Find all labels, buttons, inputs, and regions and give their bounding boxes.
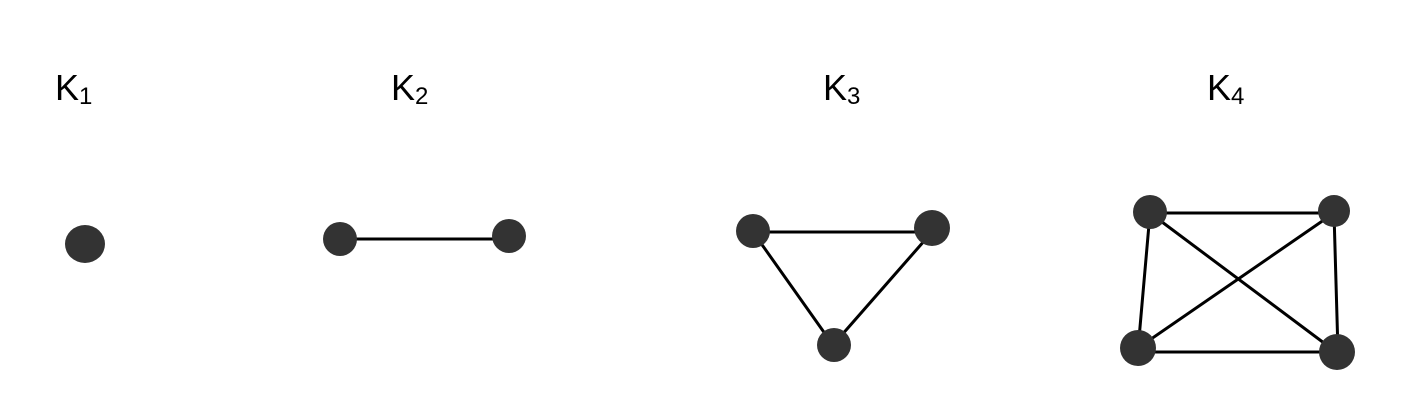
k4-vertex-1 [1133, 195, 1167, 229]
k3-vertex-2 [914, 210, 950, 246]
label-k2-letter: K [391, 67, 416, 108]
k3-edge-1-3 [751, 230, 835, 347]
k4-vertex-3 [1120, 330, 1156, 366]
k4-edge-2-3 [1136, 211, 1336, 350]
label-k2-subscript: 2 [415, 83, 429, 110]
label-k4-subscript: 4 [1231, 83, 1245, 110]
k4-edge-2-4 [1332, 211, 1340, 354]
k1-vertex-1 [65, 225, 105, 263]
label-k3: K3 [823, 66, 860, 110]
label-k3-subscript: 3 [847, 83, 861, 110]
graph-k1 [65, 225, 105, 263]
label-k1-letter: K [55, 67, 80, 108]
k4-edge-1-4 [1148, 211, 1338, 354]
k2-vertex-1 [323, 222, 357, 256]
label-k1-subscript: 1 [79, 83, 93, 110]
label-k4-letter: K [1207, 67, 1232, 108]
k3-edge-2-3 [831, 230, 934, 347]
graph-k3 [736, 210, 950, 362]
label-k4: K4 [1207, 66, 1244, 110]
k3-vertex-1 [736, 214, 770, 248]
k4-edge-1-3 [1136, 211, 1152, 352]
label-k1: K1 [55, 66, 92, 110]
k4-vertex-4 [1319, 334, 1355, 370]
k3-vertex-3 [817, 328, 851, 362]
k4-vertex-2 [1318, 195, 1350, 227]
graph-k4 [1120, 195, 1355, 370]
label-k2: K2 [391, 66, 428, 110]
graph-k2 [323, 219, 526, 256]
k2-vertex-2 [492, 219, 526, 253]
label-k3-letter: K [823, 67, 848, 108]
